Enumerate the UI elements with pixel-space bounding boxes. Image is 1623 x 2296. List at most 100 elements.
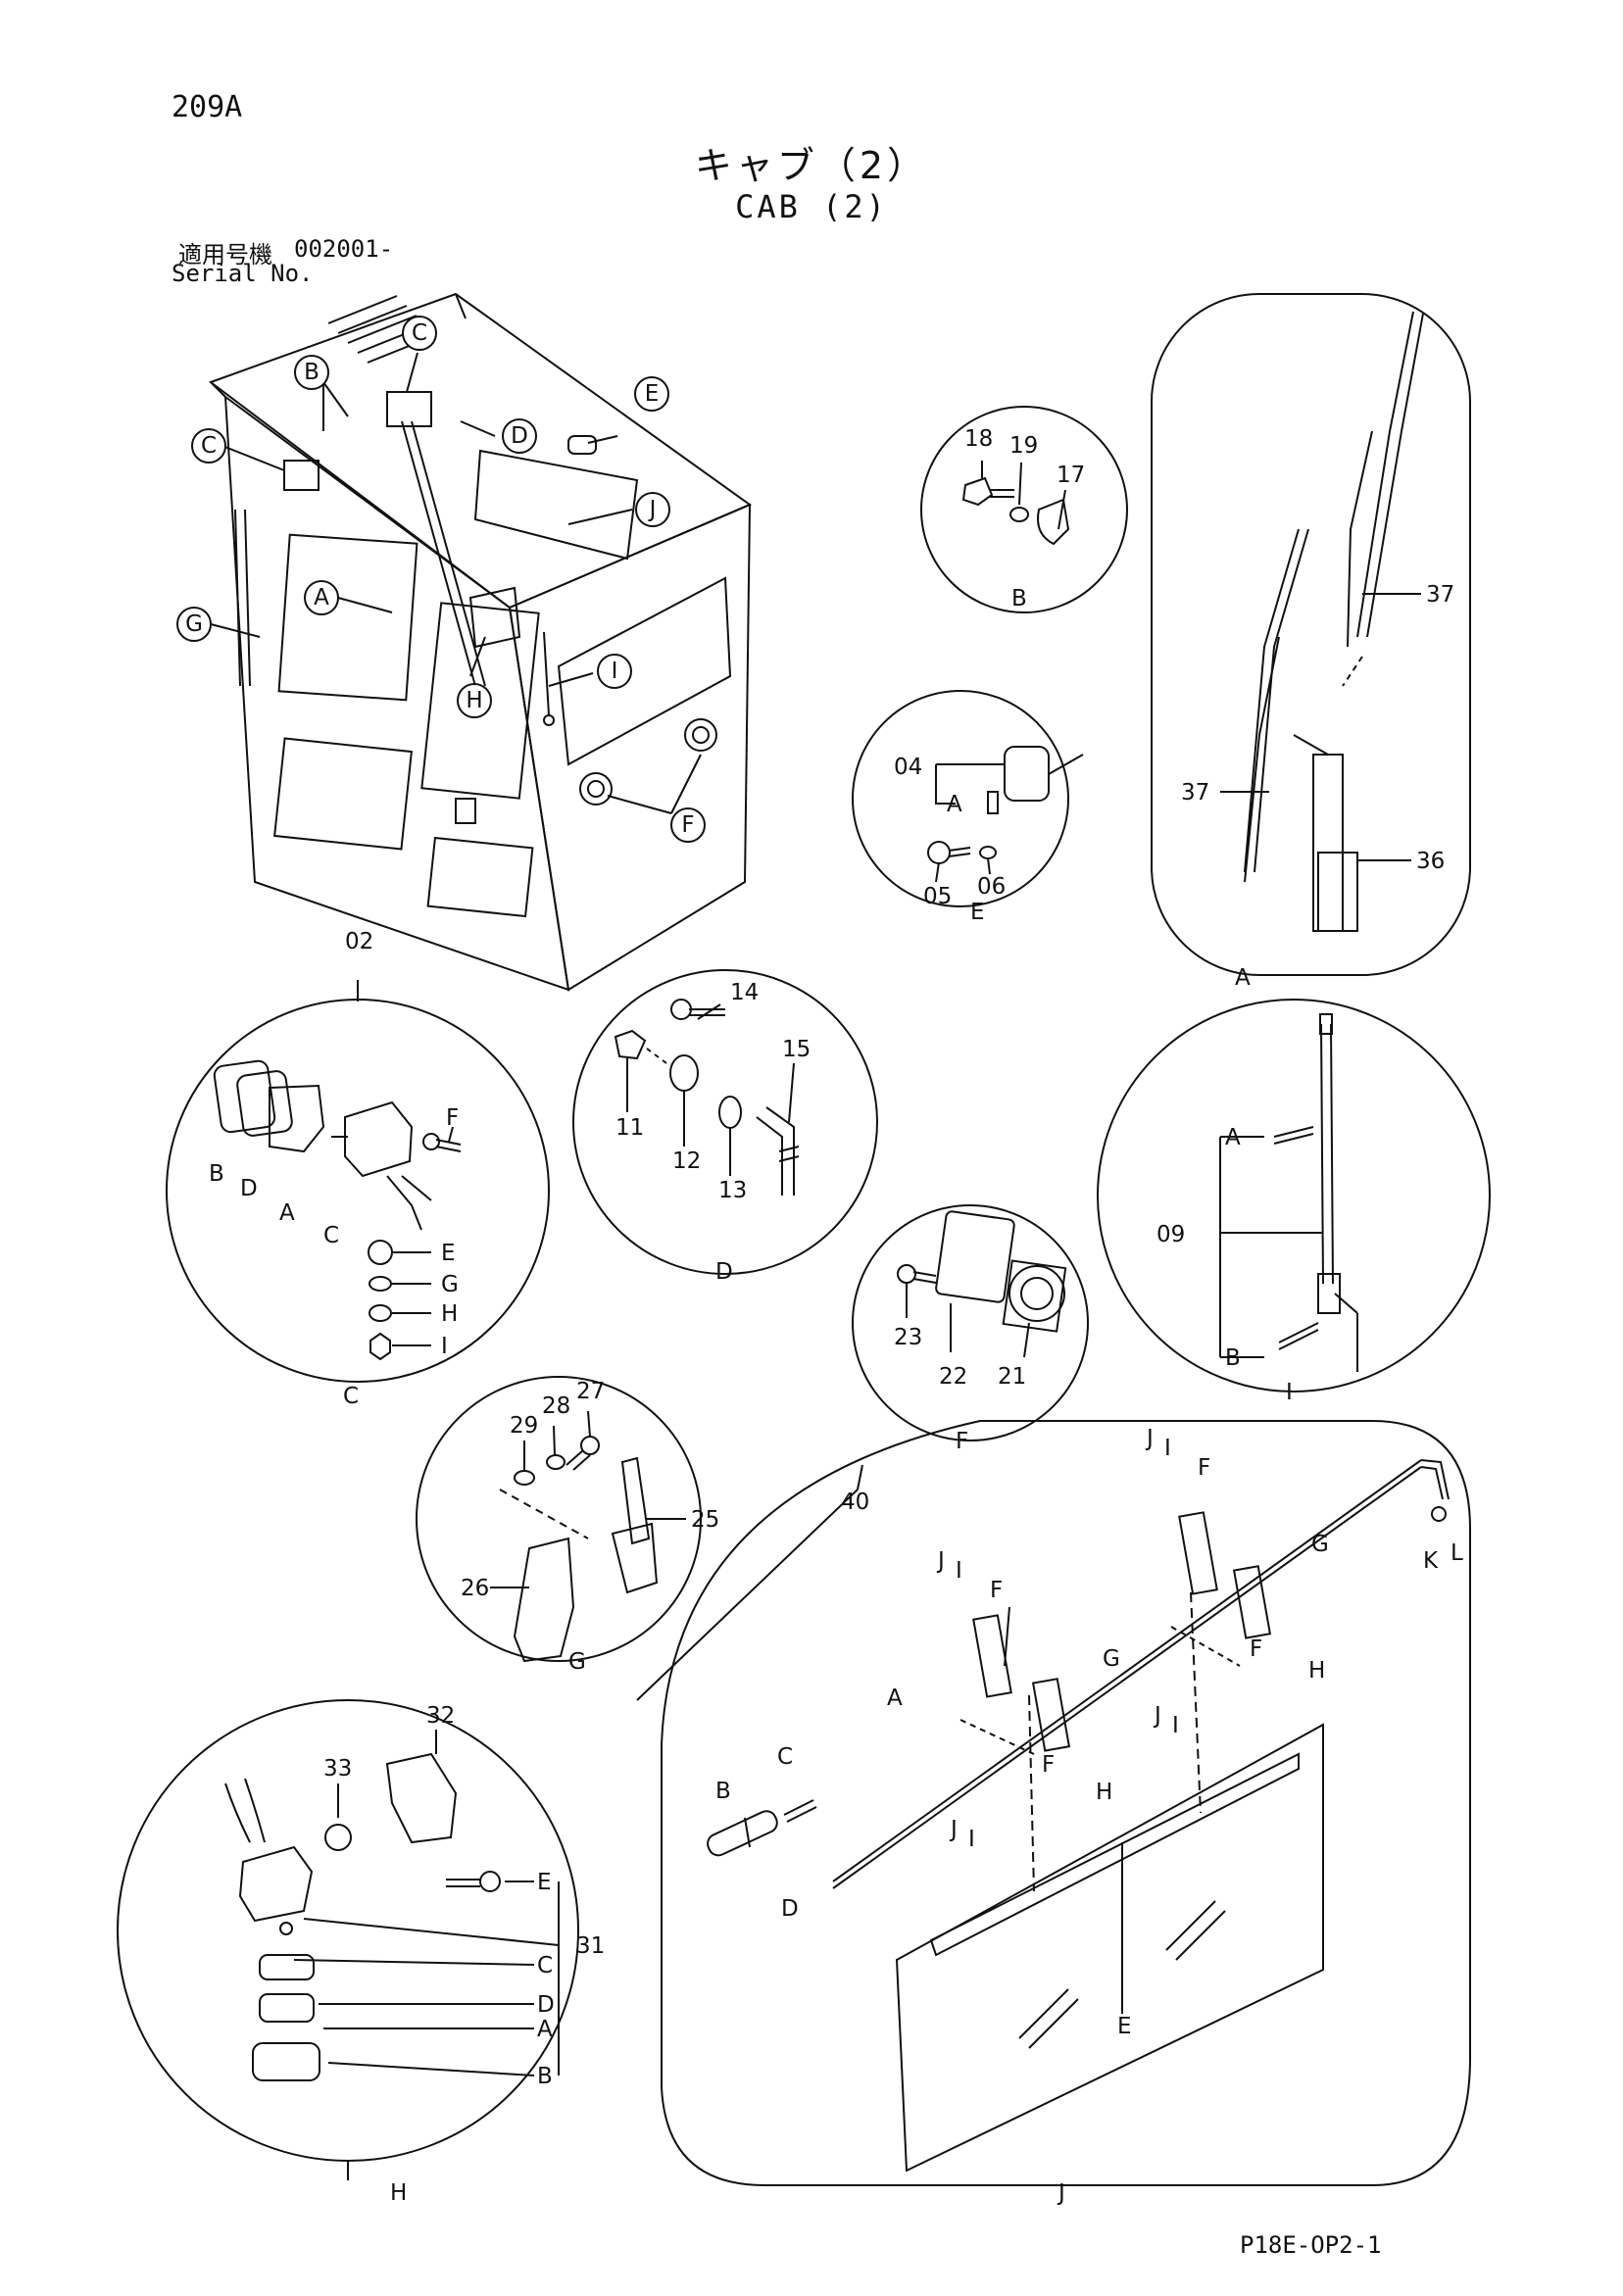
detail-i-caption: I bbox=[1286, 1380, 1293, 1405]
part-label: 17 bbox=[1057, 463, 1085, 488]
part-label: A bbox=[887, 1685, 903, 1711]
detail-b-parts bbox=[961, 461, 1070, 546]
part-label: A bbox=[947, 792, 962, 817]
detail-g-caption: G bbox=[568, 1649, 586, 1675]
detail-e-parts bbox=[927, 746, 1084, 883]
part-label: 28 bbox=[542, 1393, 570, 1419]
part-label: E bbox=[537, 1870, 552, 1895]
part-label: F bbox=[990, 1578, 1003, 1603]
assembly-label-02: 02 bbox=[345, 929, 373, 954]
serial-label-english: Serial No. bbox=[172, 260, 314, 287]
part-label: C bbox=[537, 1953, 553, 1978]
part-label: 26 bbox=[461, 1576, 489, 1601]
part-label: 29 bbox=[510, 1413, 538, 1439]
part-label: D bbox=[537, 1992, 555, 2018]
part-label: C bbox=[777, 1744, 793, 1770]
part-label: E bbox=[441, 1241, 456, 1266]
part-label: 19 bbox=[1009, 433, 1038, 459]
callout-e: E bbox=[645, 381, 660, 407]
assembly-label-40: 40 bbox=[841, 1490, 869, 1515]
part-label: I bbox=[1164, 1436, 1171, 1461]
part-label: 36 bbox=[1416, 849, 1445, 874]
page-title-english: CAB (2) bbox=[735, 188, 888, 225]
drawing-code: P18E-OP2-1 bbox=[1240, 2231, 1382, 2259]
part-label: J bbox=[936, 1548, 945, 1574]
part-label: A bbox=[537, 2017, 553, 2042]
callout-d: D bbox=[511, 423, 528, 449]
callout-b: B bbox=[304, 360, 320, 385]
part-label: F bbox=[1042, 1752, 1055, 1778]
callout-c-top: C bbox=[412, 320, 427, 346]
part-label: C bbox=[323, 1223, 339, 1248]
detail-f-parts bbox=[897, 1210, 1067, 1358]
part-label: 12 bbox=[672, 1148, 701, 1174]
part-label: A bbox=[1225, 1125, 1241, 1150]
part-label: A bbox=[279, 1200, 295, 1226]
detail-circle-f bbox=[852, 1204, 1089, 1441]
part-label: H bbox=[1308, 1658, 1325, 1684]
serial-number: 002001- bbox=[294, 235, 394, 263]
part-label: 27 bbox=[576, 1379, 605, 1404]
callout-f: F bbox=[681, 812, 694, 838]
part-label: D bbox=[240, 1176, 258, 1201]
part-label: L bbox=[1451, 1540, 1463, 1566]
part-label: 21 bbox=[998, 1364, 1026, 1390]
detail-d-parts bbox=[614, 999, 800, 1196]
part-label: 37 bbox=[1426, 582, 1454, 608]
detail-a-parts bbox=[1220, 311, 1424, 932]
part-label: 11 bbox=[615, 1115, 644, 1141]
page-code: 209A bbox=[172, 90, 243, 124]
part-label: I bbox=[968, 1827, 975, 1852]
part-label: B bbox=[1225, 1345, 1241, 1371]
part-label: I bbox=[956, 1558, 962, 1584]
part-label: 33 bbox=[323, 1756, 352, 1782]
part-label: 23 bbox=[894, 1325, 922, 1350]
part-label: G bbox=[1103, 1646, 1120, 1672]
part-label: E bbox=[1117, 2014, 1132, 2039]
part-label: G bbox=[1311, 1532, 1329, 1557]
detail-j-parts bbox=[636, 1459, 1450, 2173]
part-label: 37 bbox=[1181, 780, 1209, 806]
detail-frame-j bbox=[661, 1420, 1471, 2186]
part-label: H bbox=[441, 1301, 458, 1327]
callout-g: G bbox=[185, 611, 203, 637]
part-label: B bbox=[537, 2064, 553, 2089]
callout-j: J bbox=[648, 497, 657, 522]
callout-a: A bbox=[314, 585, 329, 611]
detail-circle-i bbox=[1097, 999, 1491, 1392]
part-label: 05 bbox=[923, 884, 952, 909]
detail-g-parts bbox=[490, 1410, 686, 1663]
part-label: B bbox=[715, 1779, 731, 1804]
detail-h-parts bbox=[224, 1730, 560, 2180]
detail-c-caption: C bbox=[343, 1384, 359, 1409]
detail-circle-e bbox=[852, 690, 1069, 907]
part-label: 18 bbox=[964, 426, 993, 452]
detail-h-caption: H bbox=[390, 2180, 407, 2206]
cab-overview-drawing bbox=[208, 292, 753, 992]
part-label: J bbox=[949, 1817, 958, 1842]
part-label: F bbox=[1250, 1637, 1262, 1662]
detail-e-caption: E bbox=[970, 900, 985, 925]
detail-j-caption: J bbox=[1057, 2180, 1065, 2206]
part-label: J bbox=[1145, 1426, 1154, 1451]
part-label: H bbox=[1096, 1780, 1112, 1805]
callout-h: H bbox=[466, 688, 482, 713]
part-label: I bbox=[441, 1334, 448, 1359]
detail-circle-g bbox=[416, 1376, 702, 1662]
part-label: 25 bbox=[691, 1507, 719, 1533]
part-label: D bbox=[781, 1896, 799, 1922]
detail-i-parts bbox=[1219, 1013, 1358, 1372]
part-label: F bbox=[1198, 1455, 1210, 1481]
callout-c-left: C bbox=[201, 433, 217, 459]
overview-leaders bbox=[210, 352, 702, 814]
part-label: 04 bbox=[894, 755, 922, 780]
part-label: K bbox=[1423, 1548, 1439, 1574]
part-label: 15 bbox=[782, 1037, 811, 1062]
detail-circle-d bbox=[572, 969, 878, 1275]
part-label: 22 bbox=[939, 1364, 967, 1390]
part-label: I bbox=[1172, 1713, 1179, 1738]
detail-circle-b bbox=[920, 406, 1128, 613]
part-label: G bbox=[441, 1272, 459, 1297]
detail-f-caption: F bbox=[956, 1429, 968, 1454]
